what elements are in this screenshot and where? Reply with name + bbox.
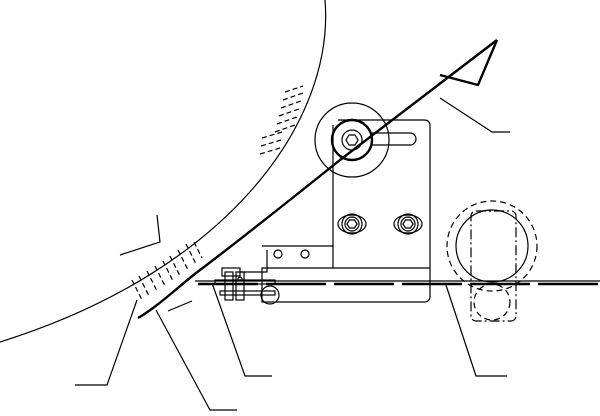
web-direction-arrow-mark [167,300,193,312]
nip-roller [260,285,280,305]
bolt-left-icon [337,213,367,235]
small-screw-icon [273,249,283,259]
small-screw-icon-2 [300,249,310,259]
bolt-right-icon [393,213,423,235]
roller-washer [341,129,363,151]
roller-alt-position [473,283,511,321]
swing-range-circle [446,200,538,292]
guide-roller [330,118,374,162]
web-end-v [439,39,499,87]
roller-holder-outline [470,210,517,322]
drum-hatch-marks [131,85,304,301]
leader-lines [75,97,510,411]
web-film [137,39,498,320]
roller-hex-nut-icon [345,134,359,146]
adjust-slot [372,132,417,146]
guide-roller-outer [314,102,390,178]
pressure-roller [455,209,529,283]
drum-outline [0,0,327,343]
clamp-bracket [214,250,276,301]
rotation-arrow-mark [119,214,161,256]
